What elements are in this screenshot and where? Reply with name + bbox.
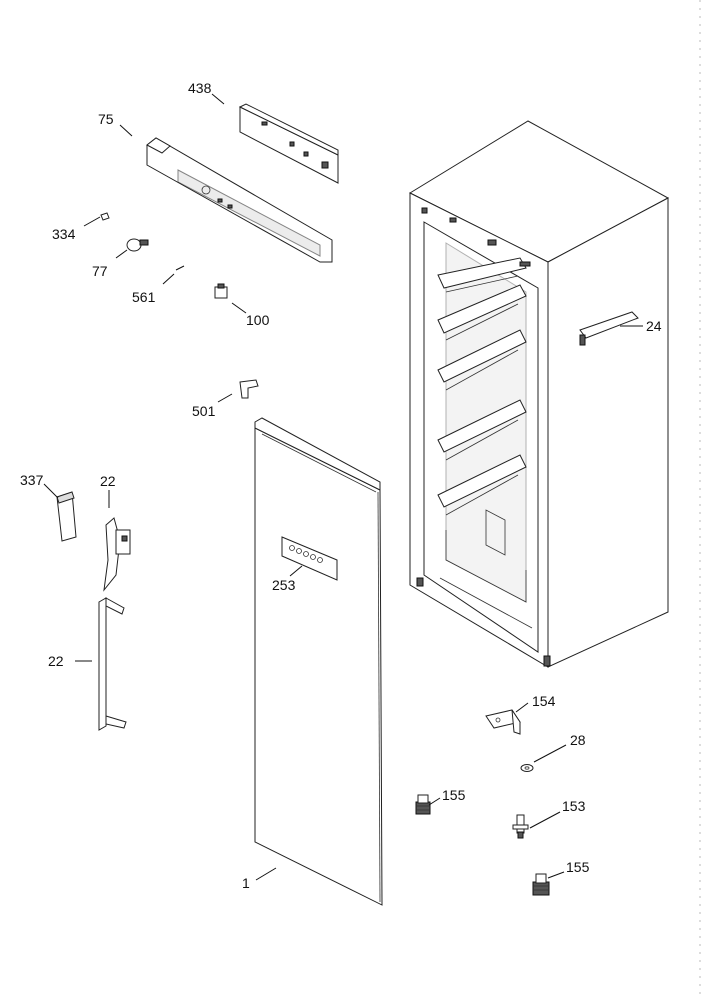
part-334 — [100, 212, 110, 221]
label-1: 1 — [242, 875, 250, 891]
label-22-upper: 22 — [100, 473, 116, 489]
label-334: 334 — [52, 226, 76, 242]
label-337: 337 — [20, 472, 44, 488]
part-154-hinge-plate — [485, 709, 521, 735]
label-77: 77 — [92, 263, 108, 279]
leader-lines — [43, 93, 643, 881]
label-501: 501 — [192, 403, 216, 419]
label-24: 24 — [646, 318, 662, 334]
part-1-door — [254, 417, 383, 906]
part-561-pin — [175, 265, 185, 271]
label-253: 253 — [272, 577, 296, 593]
part-155-foot-lower — [532, 873, 550, 896]
cabinet-shelves — [437, 257, 527, 516]
label-28: 28 — [570, 732, 586, 748]
label-154: 154 — [532, 693, 556, 709]
label-155-lower: 155 — [566, 859, 590, 875]
part-438-control-board — [238, 103, 339, 184]
part-155-foot-upper — [415, 794, 431, 815]
part-100-switch — [214, 283, 228, 299]
part-253-decal — [281, 536, 338, 581]
label-100: 100 — [246, 312, 270, 328]
part-28-washer — [520, 764, 534, 772]
label-155-upper: 155 — [442, 787, 466, 803]
label-153: 153 — [562, 798, 586, 814]
part-337-cap — [56, 491, 77, 542]
part-501-latch — [239, 379, 259, 399]
cabinet-body — [408, 120, 670, 668]
label-22-lower: 22 — [48, 653, 64, 669]
part-77-knob — [126, 238, 149, 252]
label-561: 561 — [132, 289, 156, 305]
label-75: 75 — [98, 111, 114, 127]
part-75-top-cover — [146, 137, 333, 263]
part-22-handle-long — [98, 597, 127, 731]
part-24-hinge — [579, 311, 639, 346]
part-22-handle-upper — [103, 517, 131, 592]
part-153-hinge-pin — [512, 814, 529, 839]
label-438: 438 — [188, 80, 212, 96]
